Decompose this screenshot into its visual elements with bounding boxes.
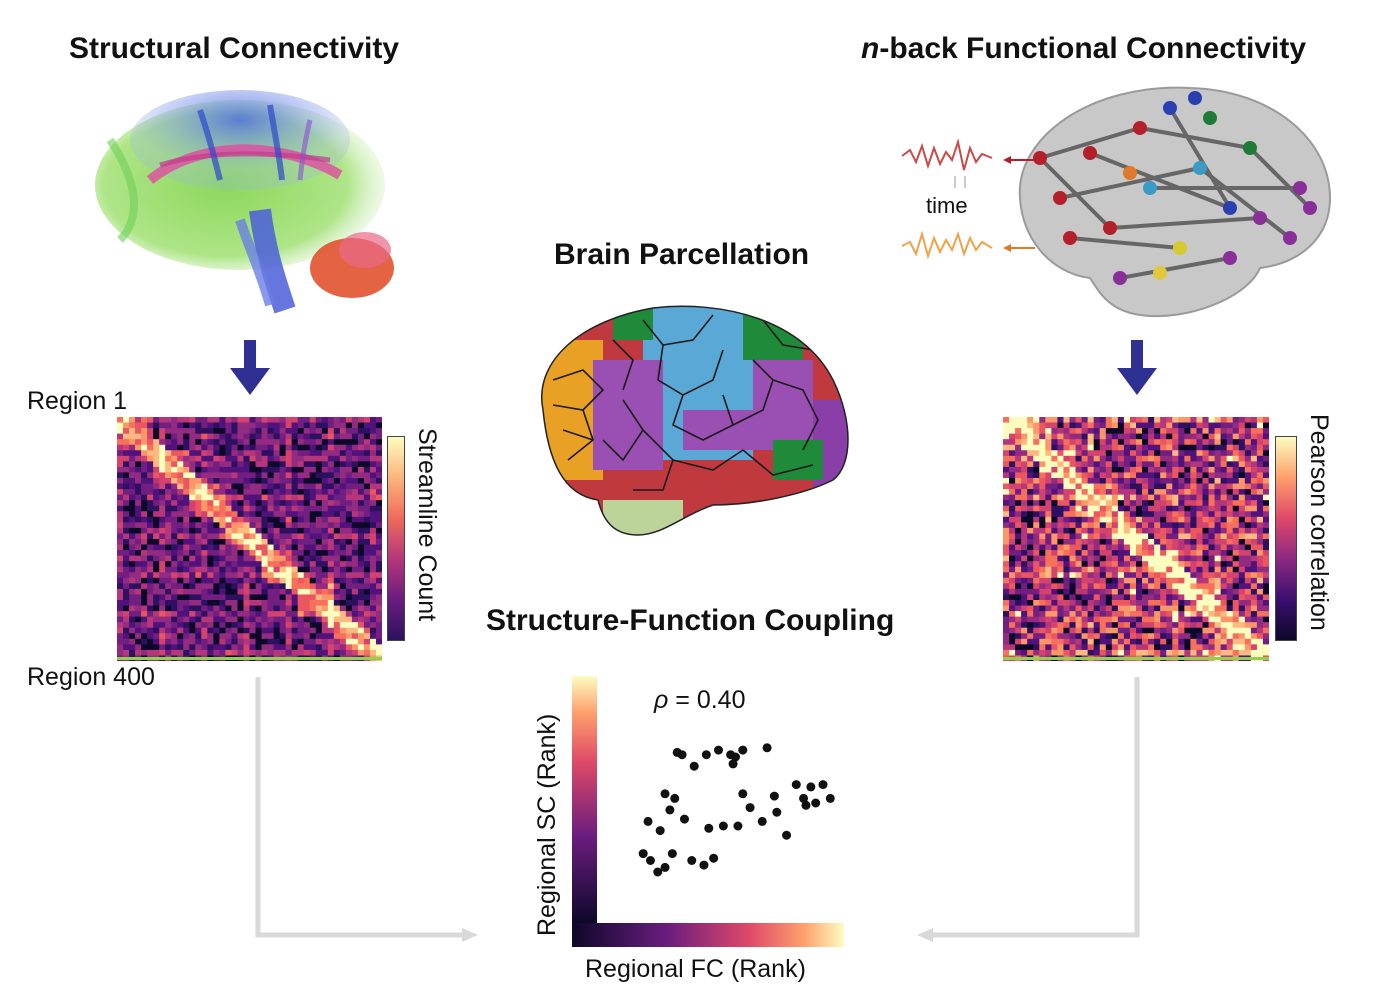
fc-to-coupling-arrow bbox=[915, 677, 1145, 942]
scatter-point bbox=[772, 807, 782, 817]
scatter-point bbox=[738, 745, 748, 755]
structural-connectivity-title: Structural Connectivity bbox=[69, 32, 400, 65]
scatter-point bbox=[714, 745, 723, 755]
time-label: time bbox=[926, 193, 968, 218]
scatter-point bbox=[701, 750, 711, 760]
scatter-annotation: ρ = 0.40 bbox=[654, 686, 745, 715]
scatter-point bbox=[655, 826, 665, 836]
scatter-point bbox=[731, 752, 741, 762]
scatter-point bbox=[825, 793, 835, 803]
functional-network-brain-image bbox=[1000, 78, 1335, 323]
scatter-point bbox=[718, 821, 728, 831]
scatter-point bbox=[689, 761, 699, 771]
sc-colorbar bbox=[387, 436, 405, 641]
scatter-point bbox=[704, 823, 714, 833]
scatter-point bbox=[782, 830, 792, 840]
time-series-signals bbox=[900, 138, 1035, 268]
tractography-brain-image bbox=[90, 80, 410, 325]
region-first-label: Region 1 bbox=[27, 387, 128, 415]
scatter-point bbox=[687, 856, 697, 865]
scatter-point bbox=[643, 816, 653, 826]
annotation-symbol: ρ bbox=[654, 686, 669, 714]
scatter-point bbox=[699, 860, 709, 870]
parcellated-brain-image bbox=[523, 300, 863, 540]
sc-colorbar-label: Streamline Count bbox=[413, 428, 441, 622]
scatter-point bbox=[679, 814, 689, 824]
fc-down-arrow bbox=[1117, 340, 1157, 395]
sc-to-coupling-arrow bbox=[250, 677, 480, 942]
y-axis-colorbar bbox=[572, 676, 597, 923]
scatter-point bbox=[818, 780, 828, 790]
scatter-point bbox=[733, 821, 743, 831]
fc-colorbar bbox=[1275, 436, 1297, 641]
scatter-x-label: Regional FC (Rank) bbox=[585, 955, 806, 983]
x-axis-colorbar bbox=[572, 923, 844, 947]
scatter-point bbox=[769, 791, 779, 801]
structure-function-coupling-title: Structure-Function Coupling bbox=[486, 604, 895, 637]
sc-down-arrow bbox=[230, 340, 270, 395]
annotation-value: = 0.40 bbox=[668, 686, 746, 714]
sc-matrix bbox=[117, 417, 382, 661]
scatter-y-label: Regional SC (Rank) bbox=[533, 713, 561, 936]
functional-connectivity-title: n-back Functional Connectivity bbox=[861, 32, 1306, 66]
scatter-point bbox=[653, 867, 663, 877]
scatter-point bbox=[811, 798, 821, 808]
brain-parcellation-title: Brain Parcellation bbox=[554, 238, 810, 271]
scatter-point bbox=[757, 816, 767, 826]
fc-matrix bbox=[1003, 417, 1269, 661]
scatter-point bbox=[738, 789, 748, 799]
scatter-point bbox=[799, 793, 809, 803]
functional-title-rest: -back Functional Connectivity bbox=[879, 32, 1307, 65]
scatter-point bbox=[677, 750, 687, 760]
scatter-point bbox=[667, 849, 677, 859]
scatter-point bbox=[660, 789, 670, 799]
scatter-point bbox=[806, 782, 816, 792]
fc-colorbar-label: Pearson correlation bbox=[1305, 414, 1333, 631]
scatter-point bbox=[728, 759, 738, 769]
scatter-point bbox=[645, 856, 655, 865]
scatter-point bbox=[670, 793, 680, 803]
scatter-point bbox=[762, 743, 772, 753]
functional-title-prefix: n bbox=[861, 32, 880, 65]
scatter-point bbox=[709, 853, 719, 863]
scatter-point bbox=[660, 862, 670, 872]
scatter-point bbox=[638, 849, 648, 859]
scatter-point bbox=[665, 805, 675, 815]
scatter-point bbox=[791, 780, 801, 790]
scatter-point bbox=[801, 800, 811, 810]
region-last-label: Region 400 bbox=[27, 663, 155, 691]
coupling-scatter-plot bbox=[530, 668, 860, 988]
scatter-point bbox=[745, 803, 755, 813]
